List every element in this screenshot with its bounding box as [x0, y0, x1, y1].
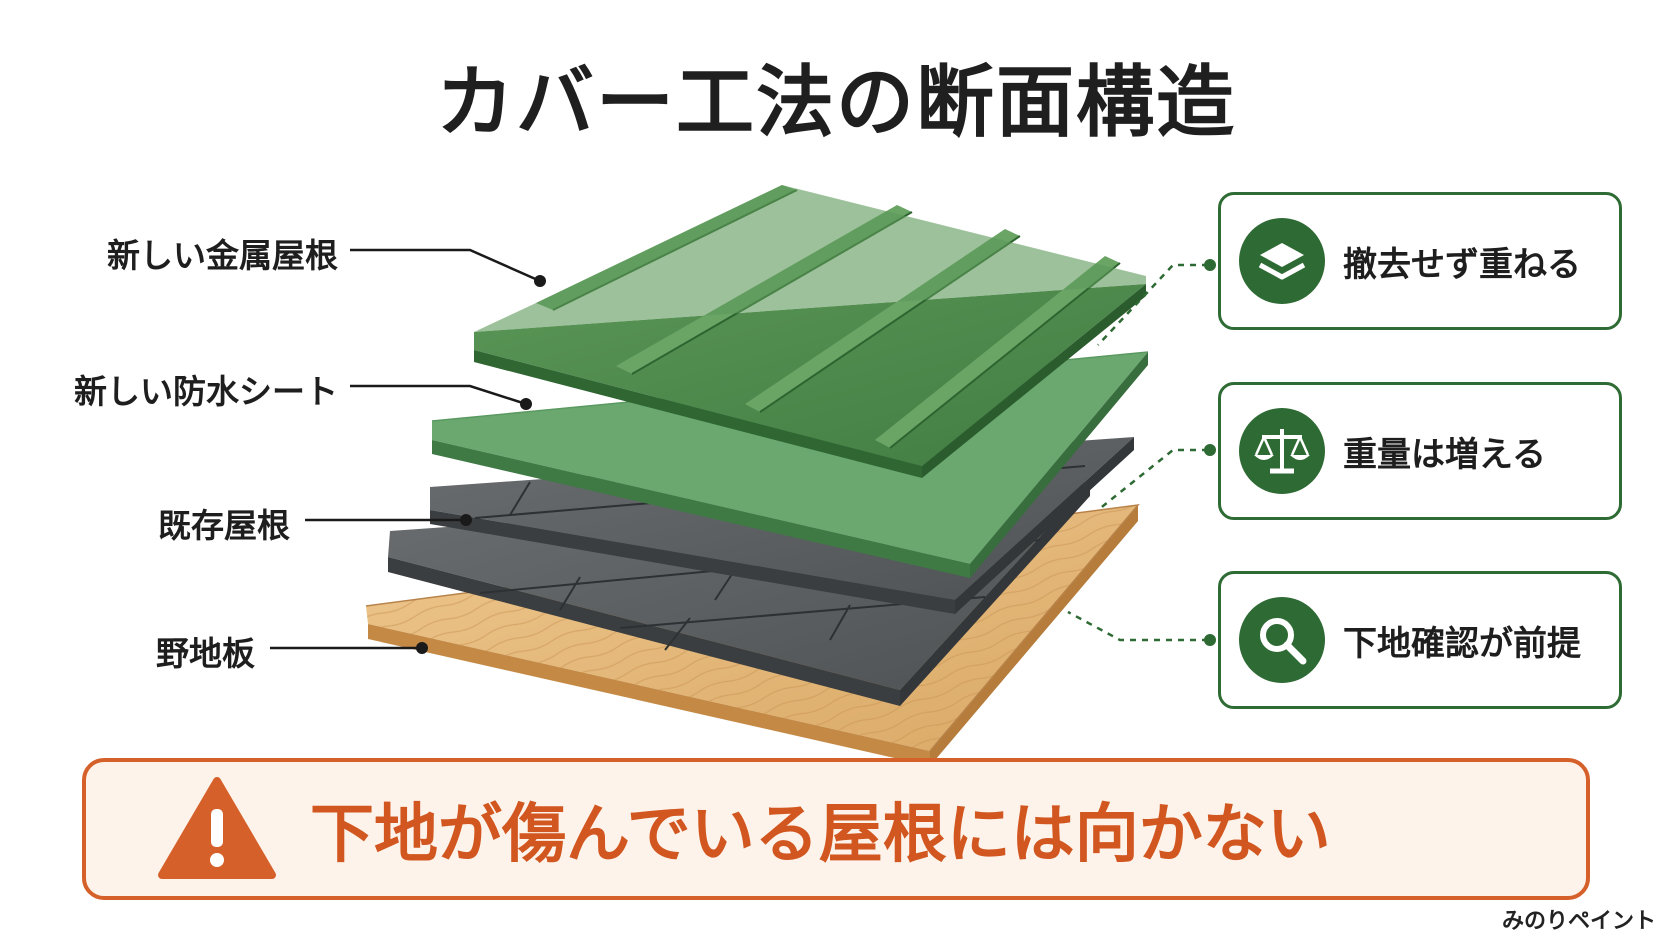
layer-label-waterproof-sheet: 新しい防水シート — [74, 372, 338, 411]
layer-label-sheathing: 野地板 — [156, 634, 255, 673]
layer-label-metal-roof: 新しい金属屋根 — [107, 236, 338, 275]
feature-text-no-removal: 撤去せず重ねる — [1343, 244, 1581, 285]
feature-card-inspection: 下地確認が前提 — [1218, 571, 1622, 709]
feature-connector-dots — [1204, 259, 1216, 646]
layer-label-existing-roof: 既存屋根 — [158, 506, 290, 545]
brand-name: みのりペイント — [1501, 909, 1656, 934]
scale-icon — [1239, 408, 1325, 494]
warning-banner: 下地が傷んでいる屋根には向かない — [82, 758, 1590, 900]
layers-icon — [1239, 218, 1325, 304]
magnifier-icon — [1239, 597, 1325, 683]
layer-leader-dots — [416, 275, 546, 654]
metal-roof-layer — [474, 185, 1146, 478]
feature-card-weight: 重量は増える — [1218, 382, 1622, 520]
feature-text-weight: 重量は増える — [1343, 434, 1546, 475]
feature-connectors — [1067, 263, 1208, 642]
feature-text-inspection: 下地確認が前提 — [1343, 623, 1581, 664]
feature-card-no-removal: 撤去せず重ねる — [1218, 192, 1622, 330]
warning-icon — [158, 777, 276, 879]
page-title: カバー工法の断面構造 — [435, 58, 1236, 148]
warning-text: 下地が傷んでいる屋根には向かない — [310, 798, 1331, 872]
layer-leader-lines — [270, 248, 541, 650]
